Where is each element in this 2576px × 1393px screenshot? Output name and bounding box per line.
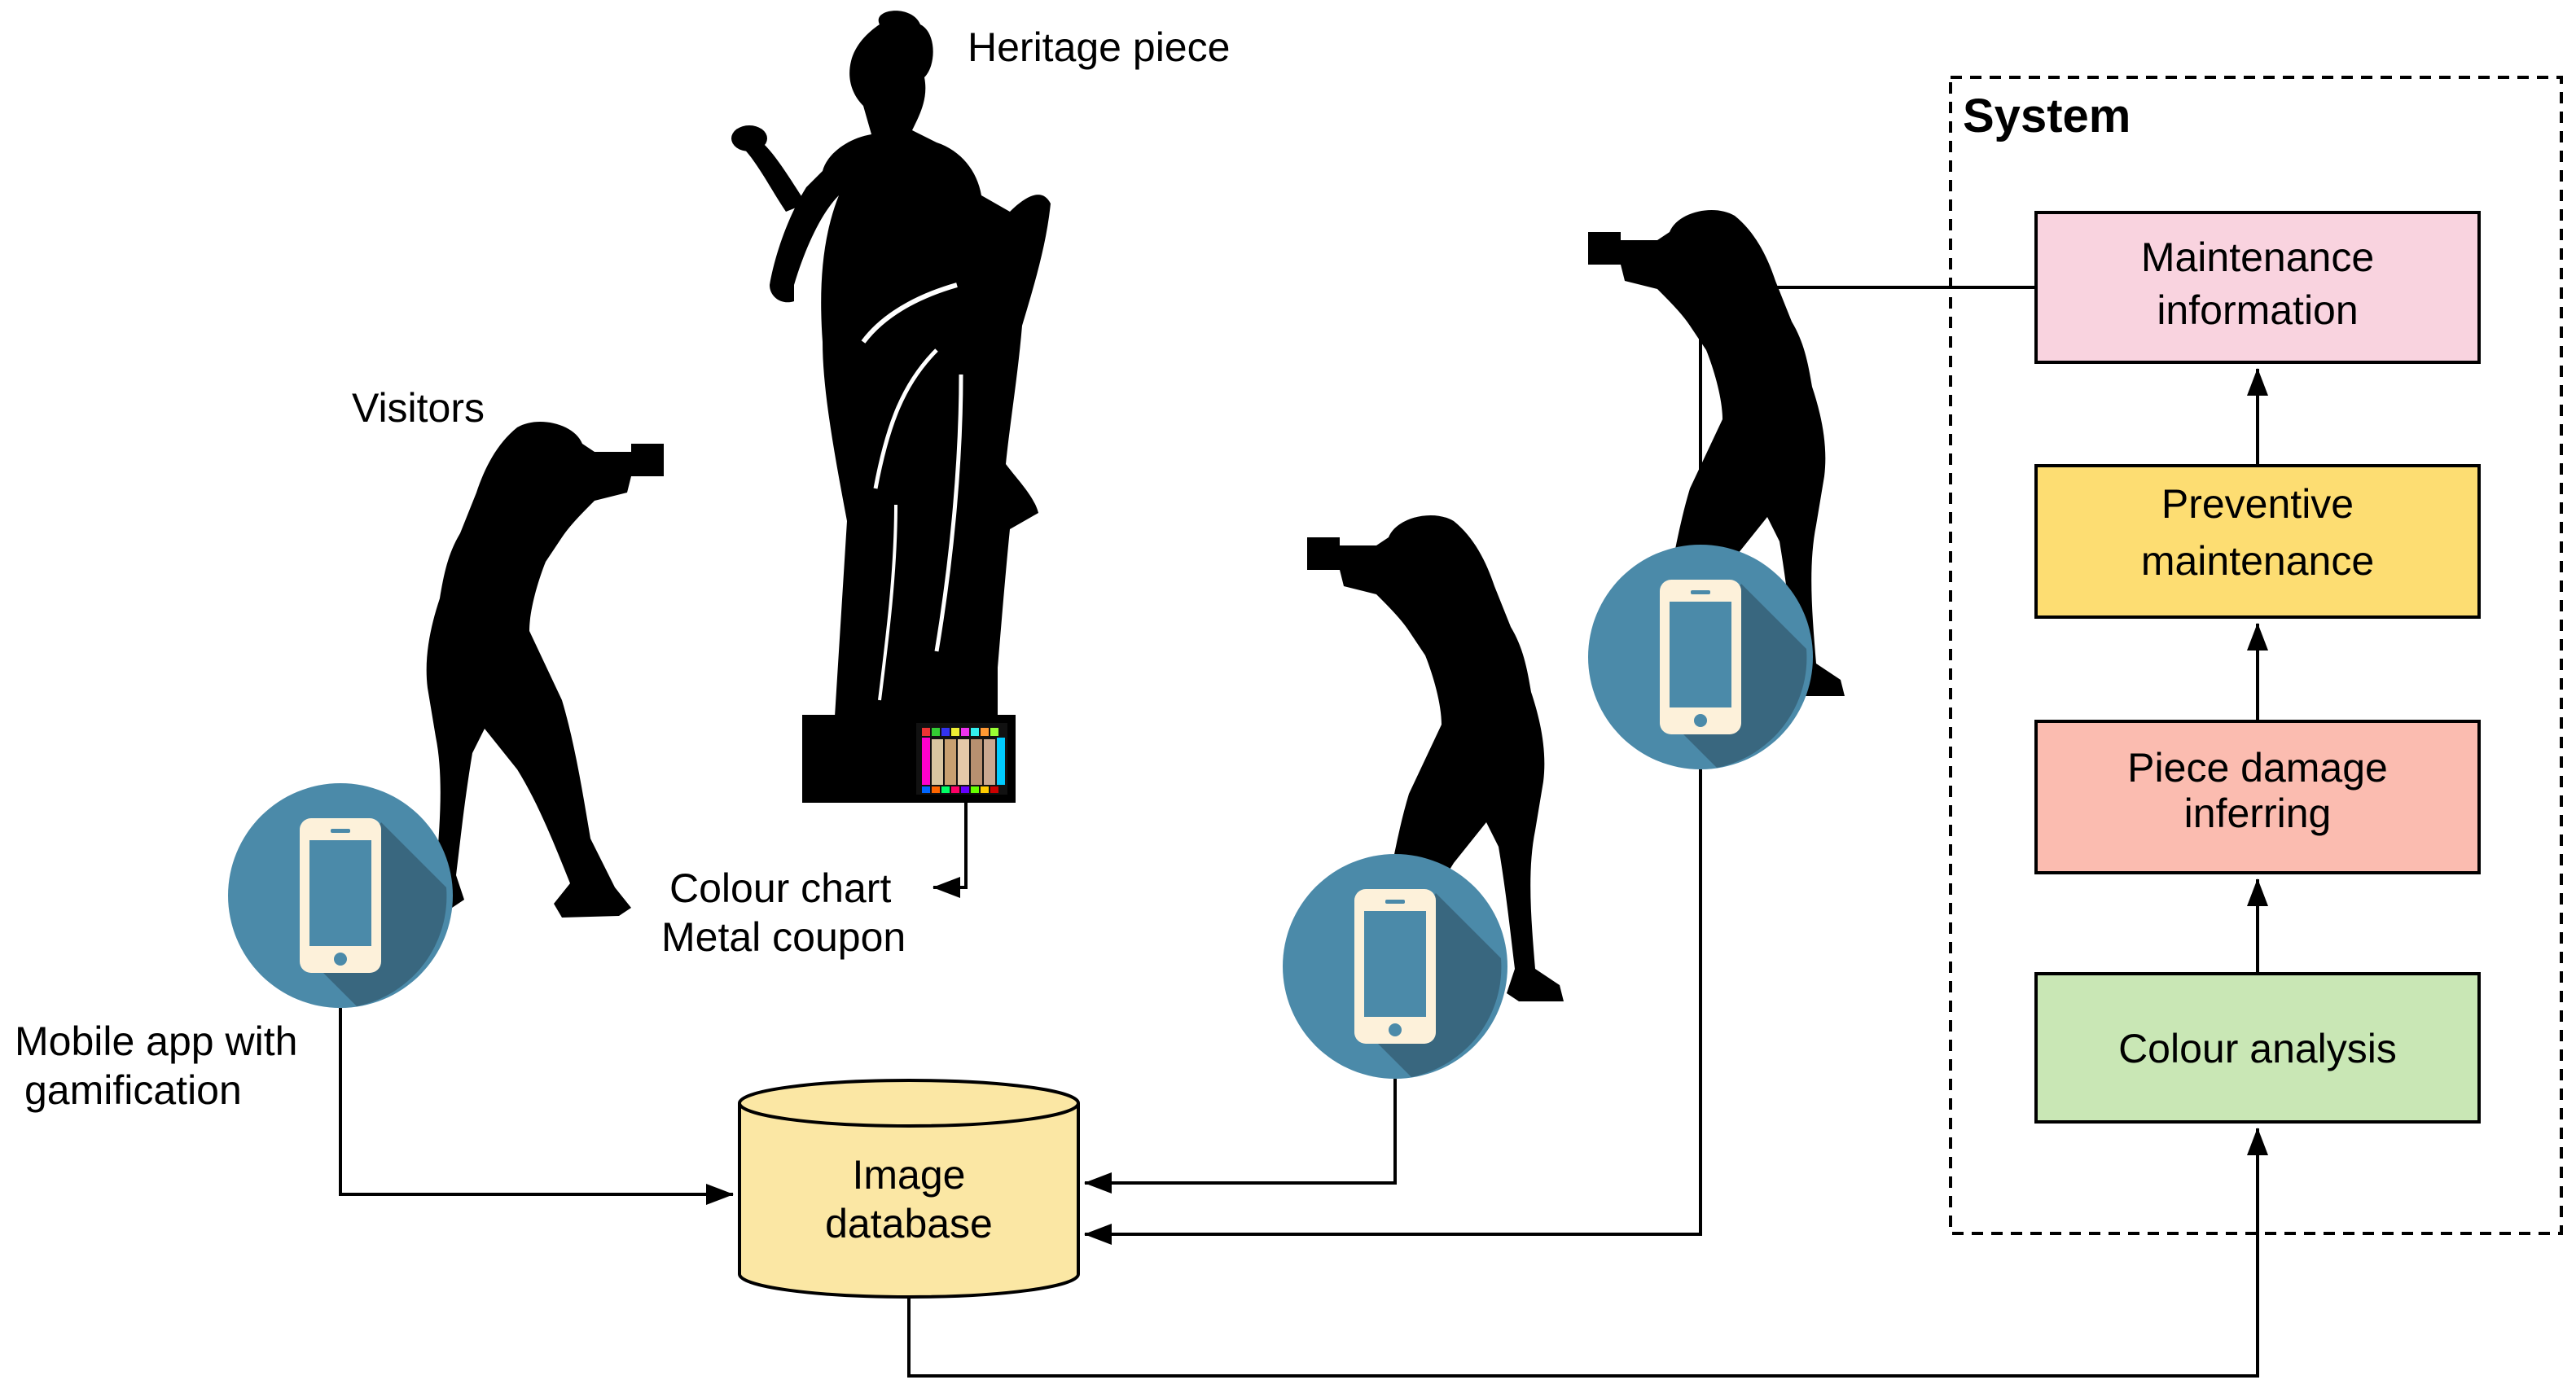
arrow-phone1-to-db bbox=[339, 1008, 734, 1205]
arrow-chart-pointer bbox=[933, 796, 968, 898]
smartphone-icon[interactable] bbox=[1588, 545, 1813, 769]
heritage-piece-label: Heritage piece bbox=[968, 24, 1230, 70]
arrow-db-to-colour-analysis bbox=[907, 1128, 2268, 1378]
box-maintenance-information[interactable]: Maintenance information bbox=[2034, 211, 2481, 364]
arrow-phone2-to-db bbox=[1084, 1079, 1397, 1194]
colour-chart-label: Colour chart bbox=[669, 865, 891, 911]
box-label: maintenance bbox=[2141, 538, 2374, 584]
box-colour-analysis[interactable]: Colour analysis bbox=[2034, 972, 2481, 1124]
box-preventive-maintenance[interactable]: Preventive maintenance bbox=[2034, 464, 2481, 619]
mobile-app-label: Mobile app with bbox=[15, 1018, 297, 1064]
database-label-line2: database bbox=[825, 1201, 993, 1246]
arrow-phone3-to-db bbox=[1084, 769, 1702, 1245]
box-label: Piece damage bbox=[2127, 745, 2388, 791]
database-label-line1: Image bbox=[853, 1152, 966, 1198]
gamification-label: gamification bbox=[24, 1067, 242, 1113]
box-piece-damage-inferring[interactable]: Piece damage inferring bbox=[2034, 720, 2481, 874]
colour-chart-icon bbox=[916, 723, 1007, 795]
photographer-icon bbox=[407, 421, 664, 918]
box-label: Colour analysis bbox=[2118, 1026, 2397, 1071]
system-title: System bbox=[1963, 90, 2131, 142]
box-label: Maintenance bbox=[2141, 234, 2374, 280]
smartphone-icon[interactable] bbox=[228, 783, 453, 1008]
box-label: inferring bbox=[2184, 791, 2332, 836]
smartphone-icon[interactable] bbox=[1283, 854, 1507, 1079]
metal-coupon-label: Metal coupon bbox=[661, 914, 906, 960]
database-icon[interactable]: Image database bbox=[738, 1079, 1080, 1299]
box-label: Preventive bbox=[2161, 481, 2354, 527]
box-label: information bbox=[2157, 287, 2358, 333]
visitors-label: Visitors bbox=[352, 385, 485, 431]
statue-icon bbox=[731, 11, 1051, 803]
arrow-info-to-phone3 bbox=[1690, 286, 2036, 539]
